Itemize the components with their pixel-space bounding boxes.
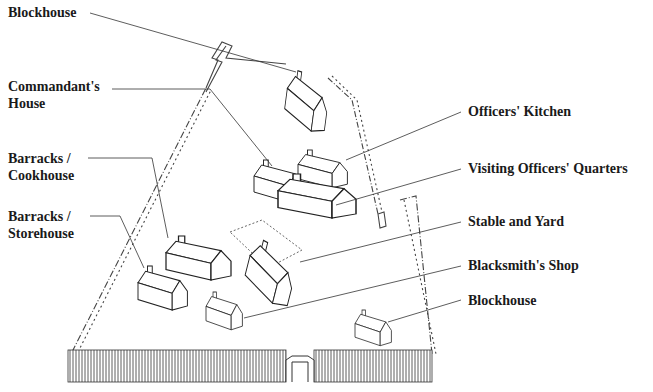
callout-label: Stable and Yard — [468, 213, 564, 230]
leader-lines — [88, 13, 461, 322]
stable — [242, 236, 299, 310]
palisade-wall — [72, 42, 436, 354]
callout-label: Barracks / Storehouse — [8, 208, 92, 242]
blockhouse-bottom — [355, 310, 391, 346]
blacksmith-shop — [206, 292, 242, 330]
callout-label: Blockhouse — [468, 292, 536, 309]
blockhouse-top — [283, 68, 331, 135]
callout-label: Barracks / Cookhouse — [8, 150, 92, 184]
visiting-quarters — [278, 174, 356, 218]
callout-label: Visiting Officers' Quarters — [468, 160, 628, 177]
callout-label: Blacksmith's Shop — [468, 257, 579, 274]
barracks-storehouse — [138, 266, 187, 310]
callout-label: Blockhouse — [8, 4, 76, 21]
barracks-cookhouse — [166, 236, 231, 280]
callout-label: Commandant's House — [8, 78, 116, 112]
callout-label: Officers' Kitchen — [468, 103, 571, 120]
